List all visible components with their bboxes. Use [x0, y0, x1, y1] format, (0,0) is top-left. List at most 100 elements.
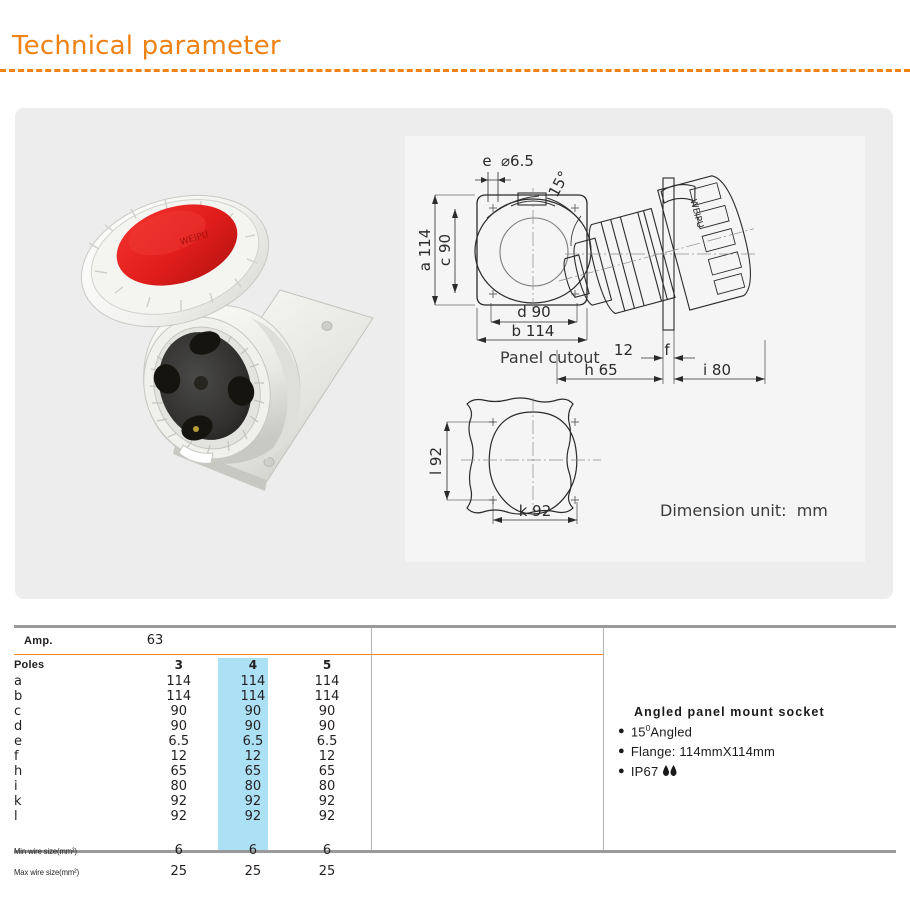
row-label-f: f [14, 749, 19, 764]
row-label-min-wire: Min wire size(mm²) [14, 845, 77, 856]
table-top-rule [14, 625, 896, 628]
page-title: Technical parameter [12, 31, 281, 61]
poles-label: Poles [14, 659, 45, 671]
description-item-ip-rating: ● IP67 [618, 764, 894, 780]
description-item-flange: ● Flange: 114mmX114mm [618, 744, 894, 759]
degree-symbol: 0 [645, 724, 651, 733]
table-header-row: Poles 3 4 5 [14, 658, 371, 674]
cell-h-3: 65 [170, 764, 188, 779]
flange-text: Flange: 114mmX114mm [630, 744, 776, 760]
cell-i-3: 80 [170, 779, 188, 794]
cell-d-5: 90 [318, 719, 336, 734]
red-lid: WEIPU [80, 194, 270, 328]
row-label-b: b [14, 689, 23, 704]
dim-e-label: e [482, 152, 491, 170]
cell-e-5: 6.5 [316, 734, 338, 749]
bullet-icon: ● [618, 745, 625, 758]
dim-l-label: l 92 [427, 447, 445, 475]
table-row: a 114 114 114 [14, 674, 371, 689]
row-label-h: h [14, 764, 23, 779]
dim-h-label: h 65 [584, 361, 617, 379]
cell-k-5: 92 [318, 794, 336, 809]
product-photo: WEIPU [55, 183, 385, 523]
contact-face [153, 331, 255, 441]
cell-l-5: 92 [318, 809, 336, 824]
dim-c-label: c 90 [436, 234, 454, 266]
cell-i-4: 80 [244, 779, 262, 794]
cell-f-5: 12 [318, 749, 336, 764]
table-row: e 6.5 6.5 6.5 [14, 734, 371, 749]
row-label-i: i [14, 779, 18, 794]
description-title: Angled panel mount socket [634, 705, 825, 719]
ip-rating-text: IP67 [630, 764, 659, 780]
cell-e-3: 6.5 [168, 734, 190, 749]
amp-value: 63 [146, 633, 164, 648]
table-row: b 114 114 114 [14, 689, 371, 704]
column-header-3: 3 [174, 658, 183, 672]
cell-a-4: 114 [240, 674, 266, 689]
product-description: Angled panel mount socket ● 150Angled ● … [618, 705, 894, 780]
table-row: d 90 90 90 [14, 719, 371, 734]
bullet-icon: ● [618, 725, 625, 737]
cell-a-5: 114 [314, 674, 340, 689]
dim-i-label: i 80 [703, 361, 731, 379]
table-row: l 92 92 92 [14, 809, 371, 824]
cell-min-wire-3: 6 [174, 843, 183, 858]
dimension-table: Poles 3 4 5 a 114 114 114 b 114 114 114 [14, 658, 371, 882]
cell-c-3: 90 [170, 704, 188, 719]
cell-b-3: 114 [166, 689, 192, 704]
table-row: h 65 65 65 [14, 764, 371, 779]
dim-k-label: k 92 [519, 502, 552, 520]
cell-e-4: 6.5 [242, 734, 264, 749]
description-item-angle: ● 150Angled [618, 724, 894, 739]
front-view-drawing: e ⌀6.5 a 114 c 90 [416, 152, 592, 343]
table-row: Min wire size(mm²) 6 6 6 [14, 840, 371, 861]
water-drop-icon-svg [663, 765, 677, 777]
cell-max-wire-3: 25 [170, 864, 188, 879]
dim-f-label: f [664, 341, 670, 359]
table-spacer-row [14, 824, 371, 840]
cell-c-4: 90 [244, 704, 262, 719]
cell-b-5: 114 [314, 689, 340, 704]
table-divider-1 [371, 628, 372, 850]
cell-h-4: 65 [244, 764, 262, 779]
dimension-drawings-panel: e ⌀6.5 a 114 c 90 [405, 136, 865, 562]
amp-label: Amp. [24, 635, 53, 647]
cell-k-3: 92 [170, 794, 188, 809]
angle-text: Angled [650, 724, 693, 740]
table-divider-2 [603, 628, 604, 850]
row-label-l: l [14, 809, 18, 824]
title-divider [0, 69, 910, 72]
dim-b-label: b 114 [512, 322, 555, 340]
cell-i-5: 80 [318, 779, 336, 794]
table-row: i 80 80 80 [14, 779, 371, 794]
row-label-max-wire: Max wire size(mm²) [14, 866, 80, 877]
cell-max-wire-5: 25 [318, 864, 336, 879]
table-row: c 90 90 90 [14, 704, 371, 719]
table-row: f 12 12 12 [14, 749, 371, 764]
dim-d-label: d 90 [517, 303, 550, 321]
dim-a-label: a 114 [416, 229, 434, 272]
dimension-unit-label: Dimension unit: mm [660, 501, 828, 520]
specification-block: Amp. 63 Poles 3 4 5 a 114 114 114 b [14, 625, 896, 879]
table-row: Max wire size(mm²) 25 25 25 [14, 861, 371, 882]
row-label-a: a [14, 674, 22, 689]
table-bottom-rule [14, 850, 896, 853]
cell-f-3: 12 [170, 749, 188, 764]
cell-c-5: 90 [318, 704, 336, 719]
bullet-icon: ● [618, 765, 625, 778]
product-illustration-panel: WEIPU [15, 108, 893, 599]
cell-d-4: 90 [244, 719, 262, 734]
table-row: k 92 92 92 [14, 794, 371, 809]
selected-column-highlight [218, 658, 268, 850]
dimension-drawings-svg: e ⌀6.5 a 114 c 90 [416, 152, 766, 524]
water-drop-icon [662, 764, 678, 780]
cell-h-5: 65 [318, 764, 336, 779]
cell-f-4: 12 [244, 749, 262, 764]
cell-k-4: 92 [244, 794, 262, 809]
row-label-e: e [14, 734, 22, 749]
column-header-4: 4 [248, 658, 258, 672]
product-photo-svg: WEIPU [80, 194, 374, 491]
dim-12-label: 12 [614, 341, 633, 359]
cell-a-3: 114 [166, 674, 192, 689]
